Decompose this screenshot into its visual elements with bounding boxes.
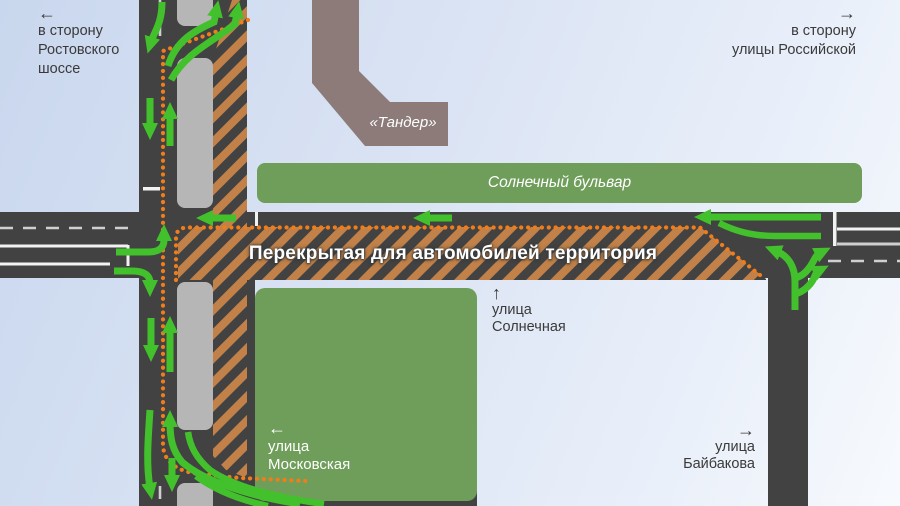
median-bottom [177, 483, 213, 506]
up-arrow-glyph: ↑ [492, 283, 501, 303]
median-top [177, 0, 213, 26]
street-label-solnechnaya: ↑ улица Солнечная [492, 283, 566, 335]
tander-building-label: «Тандер» [369, 114, 437, 131]
closed-territory-label: Перекрытая для автомобилей территория [248, 242, 658, 264]
road-baybakova [768, 278, 808, 506]
right-arrow-glyph: → [737, 420, 755, 440]
hatch-band-horizontal [178, 227, 766, 280]
street-label-baybakova: → улица Байбакова [683, 420, 755, 472]
boulevard-label: Солнечный бульвар [487, 174, 632, 191]
traffic-arrows [114, 0, 831, 506]
left-arrow-glyph: ← [268, 418, 286, 438]
tander-building [312, 0, 448, 146]
median-islands [177, 0, 213, 506]
street-label-moskovskaya: ← улица Московская [268, 418, 351, 473]
direction-label-rostovskoe: ← в сторону Ростовского шоссе [38, 3, 120, 77]
median-lower [177, 282, 213, 430]
median-upper [177, 58, 213, 208]
left-arrow-glyph: ← [38, 3, 56, 23]
right-arrow-glyph: → [838, 3, 856, 23]
closed-territory-hatch [178, 0, 766, 478]
park-square-zone [255, 288, 477, 501]
boulevard-zone [257, 163, 862, 203]
direction-label-rossiyskaya: → в сторону улицы Российской [732, 3, 856, 58]
